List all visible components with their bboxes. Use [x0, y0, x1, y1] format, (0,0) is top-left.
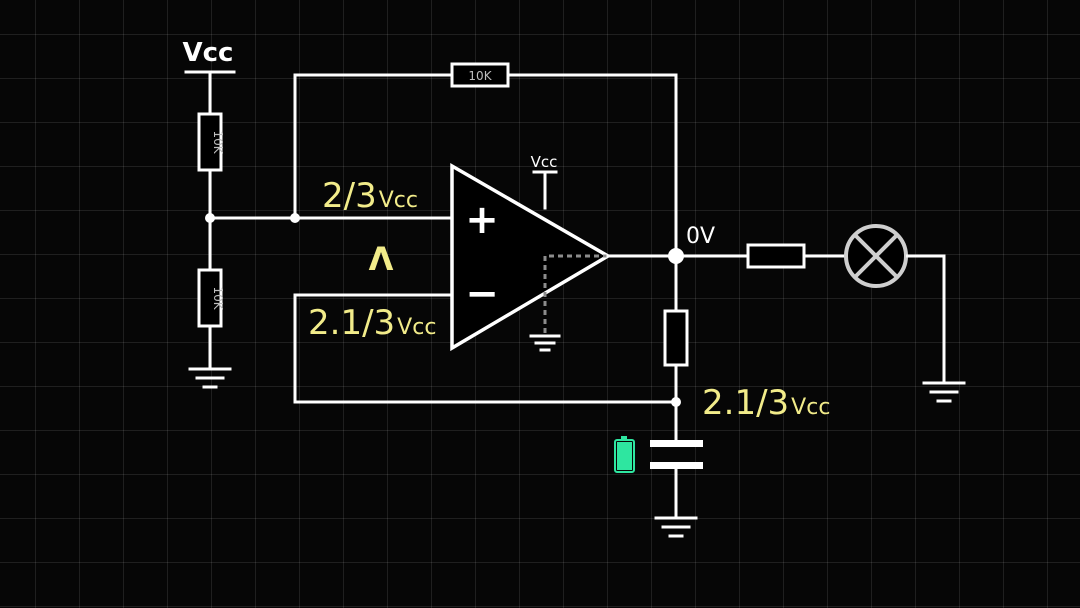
resistor-rc [663, 309, 689, 367]
resistor-divider-bottom-label: 10K [211, 286, 225, 310]
opamp-triangle [450, 162, 612, 352]
minus-input-voltage-label: 2.1/3Vcc [308, 303, 436, 343]
wire-feedback-right [508, 73, 678, 256]
opamp-plus-symbol: + [465, 197, 499, 243]
opamp-internal-ground-path [543, 254, 608, 334]
battery-icon [614, 436, 635, 473]
resistor-feedback: 10K [450, 62, 510, 88]
vcc-supply-label: Vcc [183, 38, 234, 68]
ground-capacitor [654, 516, 698, 538]
wire-lamp-to-ground [906, 254, 946, 382]
opamp-minus-symbol: − [465, 271, 499, 317]
output-voltage-label: 0V [686, 224, 715, 249]
resistor-divider-bottom: 10K [197, 268, 225, 328]
capacitor-voltage-label: 2.1/3Vcc [702, 383, 830, 423]
comparison-symbol: Λ [369, 240, 394, 278]
plus-input-voltage-label: 2/3Vcc [322, 176, 418, 216]
ground-opamp [529, 334, 561, 352]
lamp-icon [844, 224, 908, 288]
opamp-supply-label: Vcc [531, 153, 558, 171]
junction-capacitor [671, 397, 681, 407]
junction-divider [205, 213, 215, 223]
capacitor [650, 440, 703, 469]
ground-divider [188, 367, 232, 389]
wire-feedback-left [293, 73, 452, 218]
resistor-divider-top: 10K [197, 112, 225, 172]
ground-lamp [922, 381, 966, 403]
resistor-lamp [746, 243, 806, 269]
resistor-feedback-label: 10K [468, 69, 492, 83]
opamp: + − Vcc [450, 153, 612, 352]
wire-minus-input-loop [293, 293, 676, 404]
resistor-divider-top-label: 10K [211, 130, 225, 154]
